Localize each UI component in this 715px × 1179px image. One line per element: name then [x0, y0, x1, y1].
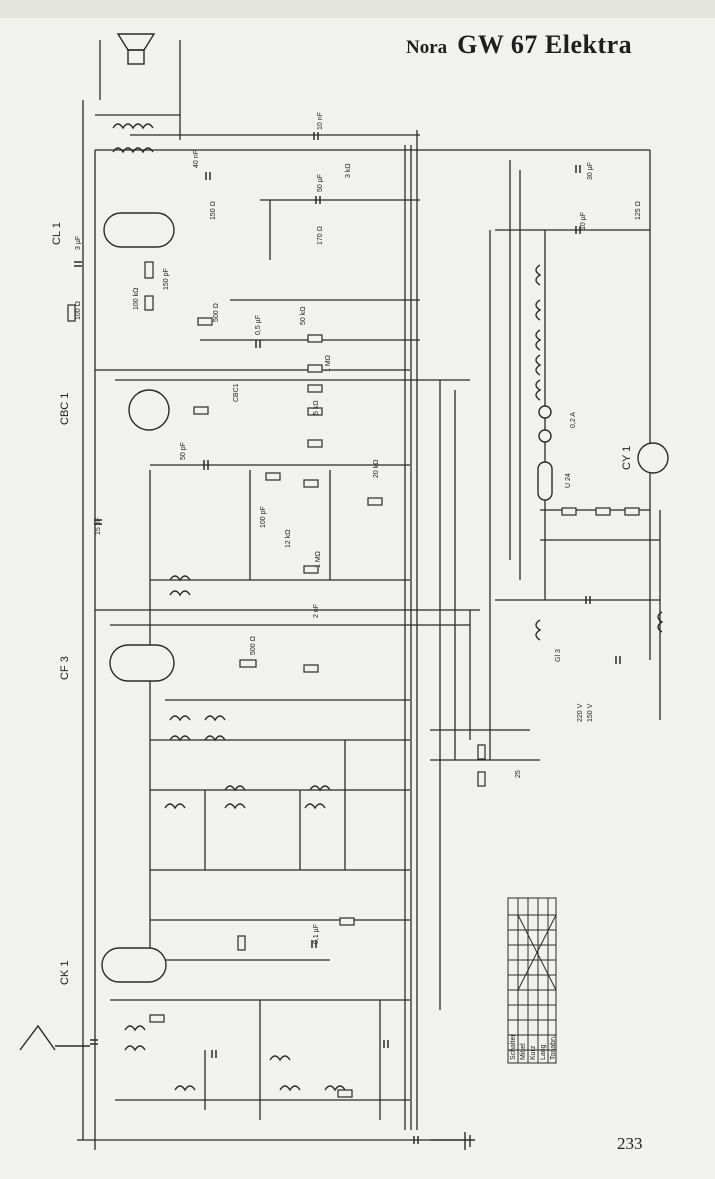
- tube-label-ck1: CK 1: [59, 961, 71, 985]
- paper-edge: [0, 0, 715, 18]
- table-row-lang: Lang: [540, 1044, 547, 1060]
- component-label: 1 MΩ: [325, 355, 332, 372]
- component-label: 0,5 µF: [255, 315, 262, 335]
- component-label: Gl 3: [555, 649, 562, 662]
- component-label: U 24: [565, 473, 572, 488]
- component-label: 5 kΩ: [313, 400, 320, 415]
- antenna-icon: [19, 1024, 90, 1051]
- component-label: 3 µF: [75, 236, 82, 250]
- component-label: 500 Ω: [250, 636, 257, 655]
- component-label: 150 pF: [163, 268, 170, 290]
- component-label: 10 nF: [317, 112, 324, 130]
- tube-label-cbc1: CBC 1: [59, 393, 71, 425]
- tube-label-cy1: CY 1: [621, 446, 633, 470]
- tube-label-cl1: CL 1: [51, 222, 63, 245]
- component-labels: 10 nF 3 kΩ 50 µF 40 nF 150 Ω 50 kΩ 170 Ω 125 Ω 3…: [75, 112, 642, 944]
- component-label: 100 Ω: [75, 301, 82, 320]
- resistors: [67, 261, 640, 1098]
- tube-icon: [101, 212, 669, 983]
- brand-name: Nora: [406, 37, 448, 58]
- component-label: 15 pF: [95, 517, 102, 535]
- capacitors: [74, 132, 621, 1144]
- component-label: 170 Ω: [317, 226, 324, 245]
- tube-labels: CL 1 CBC 1 CF 3 CK 1 CY 1: [51, 222, 633, 985]
- model-name: GW 67 Elektra: [457, 30, 633, 59]
- component-label: CBC1: [233, 383, 240, 402]
- speaker-icon: [116, 33, 156, 65]
- component-label: 0,1 µF: [313, 924, 320, 944]
- component-label: 2 nF: [313, 604, 320, 618]
- component-label: 50 pF: [180, 442, 187, 460]
- component-label: 12 kΩ: [285, 530, 292, 548]
- component-label: 25: [515, 770, 522, 778]
- component-label: 50 µF: [317, 174, 324, 192]
- mains-line1: 220 V: [577, 703, 584, 722]
- table-row-mittel: Mittel: [520, 1043, 527, 1060]
- wiring: [77, 40, 661, 1150]
- component-label: 150 Ω: [210, 201, 217, 220]
- ground-icon: [430, 1132, 475, 1150]
- coil-icon: [112, 123, 664, 1092]
- component-label: 500 Ω: [213, 303, 220, 322]
- component-label: 125 Ω: [635, 201, 642, 220]
- component-label: 10 µF: [580, 212, 587, 230]
- component-label: 1 MΩ: [315, 551, 322, 568]
- mains-labels: 220 V 150 V: [577, 703, 594, 722]
- component-label: 0,2 A: [570, 412, 577, 428]
- component-label: 100 kΩ: [133, 288, 140, 310]
- table-text: Schalter Mittel Kurz Lang Tonabn.: [510, 1034, 557, 1060]
- table-row-schalter: Schalter: [510, 1034, 517, 1060]
- page-title: Nora GW 67 Elektra: [406, 30, 632, 60]
- table-row-kurz: Kurz: [530, 1045, 537, 1060]
- mains-line2: 150 V: [587, 703, 594, 722]
- component-label: 100 pF: [260, 506, 267, 528]
- component-label: 20 kΩ: [373, 460, 380, 478]
- component-label: 3 kΩ: [345, 163, 352, 178]
- component-label: 40 nF: [193, 150, 200, 168]
- switch-table: [507, 897, 557, 1064]
- page-number: 233: [617, 1134, 643, 1153]
- table-row-tonabn: Tonabn.: [550, 1035, 557, 1060]
- component-label: 30 µF: [587, 162, 594, 180]
- component-label: 50 kΩ: [300, 307, 307, 325]
- tube-label-cf3: CF 3: [59, 656, 71, 680]
